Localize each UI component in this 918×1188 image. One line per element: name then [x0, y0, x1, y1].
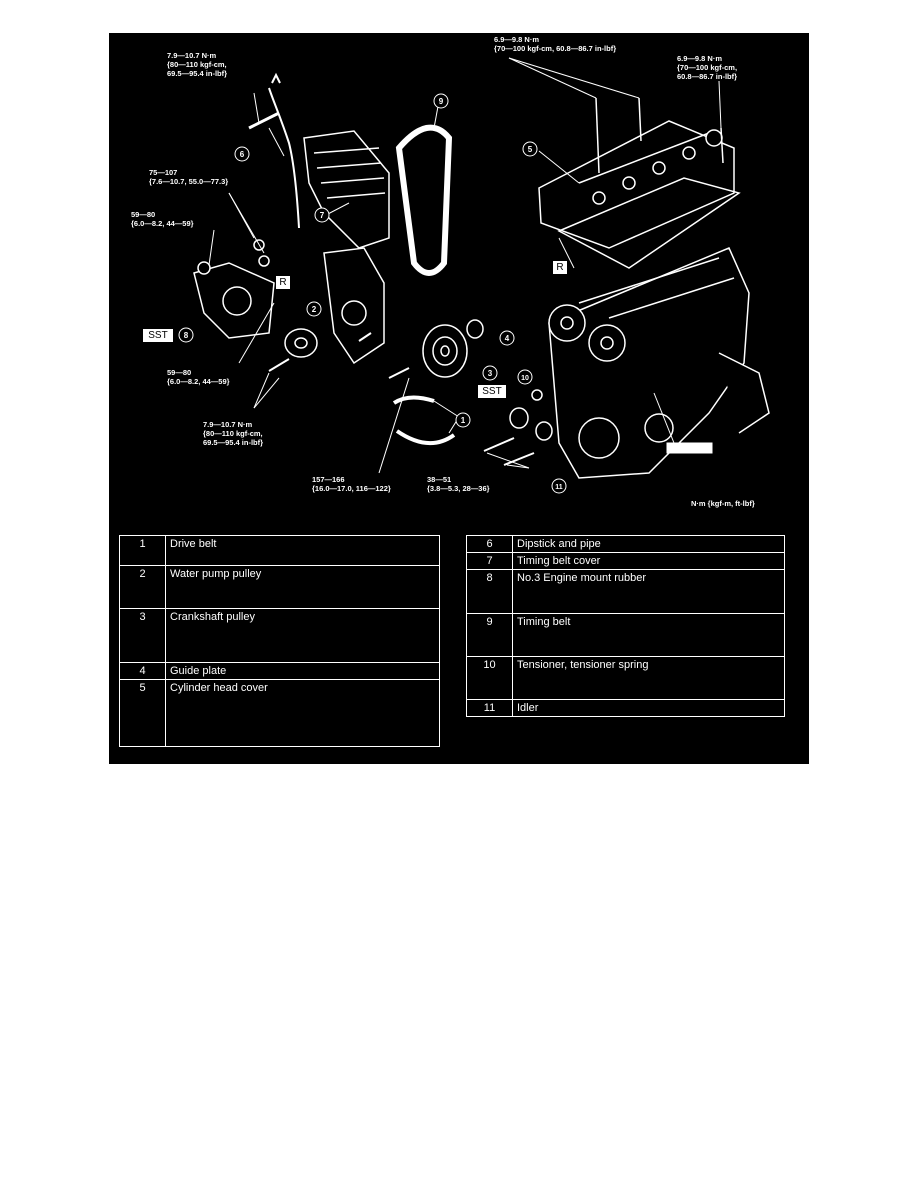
- part-number: 6: [466, 535, 513, 553]
- part-name: Crankshaft pulley: [165, 608, 440, 663]
- torque-label-mount-left: 59—80 {6.0—8.2, 44—59}: [131, 210, 194, 228]
- torque-label-dipstick: 7.9—10.7 N·m {80—110 kgf-cm, 69.5—95.4 i…: [167, 51, 228, 78]
- callout-9: [433, 93, 449, 109]
- callout-number-8: 8: [184, 331, 189, 340]
- table-row: 6 Dipstick and pipe: [466, 535, 785, 553]
- part-name: Dipstick and pipe: [512, 535, 785, 553]
- sealant-tag: SEALANT: [671, 447, 695, 453]
- r-tag-center: R: [275, 275, 291, 290]
- part-number: 5: [119, 679, 166, 747]
- sst-tag-left: SST: [142, 328, 174, 343]
- table-row: 4 Guide plate: [119, 662, 440, 680]
- part-name: Cylinder head cover: [165, 679, 440, 747]
- torque-label-tensioner-bolt: 38—51 {3.8—5.3, 28—36}: [427, 475, 490, 493]
- callout-4: [499, 330, 515, 346]
- callout-number-7: 7: [320, 211, 325, 220]
- callout-numbers: 1 2 3 4 5 6 7 8 9 10 11: [184, 97, 563, 491]
- engine-mount: [193, 239, 275, 339]
- part-number: 7: [466, 552, 513, 570]
- table-row: 5 Cylinder head cover: [119, 679, 440, 747]
- table-row: 3 Crankshaft pulley: [119, 608, 440, 663]
- r-tag-right: R: [552, 260, 568, 275]
- units-note: N·m {kgf-m, ft-lbf}: [691, 499, 755, 508]
- head-cover-gasket: [557, 177, 741, 269]
- callout-number-11: 11: [555, 484, 563, 491]
- callout-8: [178, 327, 194, 343]
- part-name: Timing belt: [512, 613, 785, 657]
- torque-label-pulley-bolt: 7.9—10.7 N·m {80—110 kgf-cm, 69.5—95.4 i…: [203, 420, 264, 447]
- table-row: 10 Tensioner, tensioner spring: [466, 656, 785, 700]
- part-name: Guide plate: [165, 662, 440, 680]
- timing-belt-cover: [303, 130, 390, 365]
- part-name: Idler: [512, 699, 785, 717]
- exploded-engine-diagram: SEALANT: [178, 57, 770, 494]
- callout-number-9: 9: [439, 97, 444, 106]
- sealant-tube: [653, 392, 713, 454]
- cylinder-head-cover: [538, 97, 735, 249]
- callout-number-5: 5: [528, 145, 533, 154]
- part-number: 4: [119, 662, 166, 680]
- crankshaft-pulley: [422, 319, 484, 378]
- torque-label-head-cover-right: 6.9—9.8 N·m {70—100 kgf-cm, 60.8—86.7 in…: [677, 54, 738, 81]
- callout-number-6: 6: [240, 150, 245, 159]
- table-row: 8 No.3 Engine mount rubber: [466, 569, 785, 614]
- engine-block: [548, 247, 770, 479]
- sst-tag-right: SST: [477, 384, 507, 399]
- leader-lines: [208, 57, 722, 474]
- tensioner-and-idler: [509, 389, 553, 441]
- diagram-panel: SEALANT: [109, 33, 809, 764]
- callout-number-2: 2: [312, 305, 317, 314]
- part-number: 8: [466, 569, 513, 614]
- part-number: 11: [466, 699, 513, 717]
- torque-label-mount-upper: 75—107 {7.6—10.7, 55.0—77.3}: [149, 168, 229, 186]
- torque-label-head-cover: 6.9—9.8 N·m {70—100 kgf-cm, 60.8—86.7 in…: [494, 35, 617, 53]
- table-row: 2 Water pump pulley: [119, 565, 440, 609]
- part-number: 9: [466, 613, 513, 657]
- callout-number-3: 3: [488, 369, 493, 378]
- callout-1: [455, 412, 471, 428]
- part-number: 1: [119, 535, 166, 566]
- callout-number-4: 4: [505, 334, 510, 343]
- part-name: No.3 Engine mount rubber: [512, 569, 785, 614]
- callout-2: [306, 301, 322, 317]
- callout-number-10: 10: [521, 375, 529, 382]
- table-row: 11 Idler: [466, 699, 785, 717]
- water-pump-pulley: [284, 328, 318, 358]
- bolts: [268, 332, 535, 466]
- callouts: [178, 93, 567, 494]
- part-name: Water pump pulley: [165, 565, 440, 609]
- callout-5: [522, 141, 538, 157]
- part-name: Tensioner, tensioner spring: [512, 656, 785, 700]
- callout-10: [517, 369, 533, 385]
- table-row: 9 Timing belt: [466, 613, 785, 657]
- callout-6: [234, 146, 250, 162]
- parts-table-left: 1 Drive belt 2 Water pump pulley 3 Crank…: [119, 535, 440, 747]
- part-name: Timing belt cover: [512, 552, 785, 570]
- parts-table-right: 6 Dipstick and pipe 7 Timing belt cover …: [466, 535, 785, 717]
- table-row: 1 Drive belt: [119, 535, 440, 566]
- callout-11: [551, 478, 567, 494]
- part-number: 10: [466, 656, 513, 700]
- torque-label-mount-lower: 59—80 {6.0—8.2, 44—59}: [167, 368, 230, 386]
- part-number: 2: [119, 565, 166, 609]
- torque-label-crank-bolt: 157—166 {16.0—17.0, 116—122}: [312, 475, 391, 493]
- callout-3: [482, 365, 498, 381]
- callout-number-1: 1: [461, 416, 466, 425]
- part-number: 3: [119, 608, 166, 663]
- table-row: 7 Timing belt cover: [466, 552, 785, 570]
- dipstick-and-pipe: [248, 72, 300, 229]
- callout-7: [314, 207, 330, 223]
- timing-belt: [395, 124, 453, 276]
- part-name: Drive belt: [165, 535, 440, 566]
- drive-belt: [392, 395, 456, 446]
